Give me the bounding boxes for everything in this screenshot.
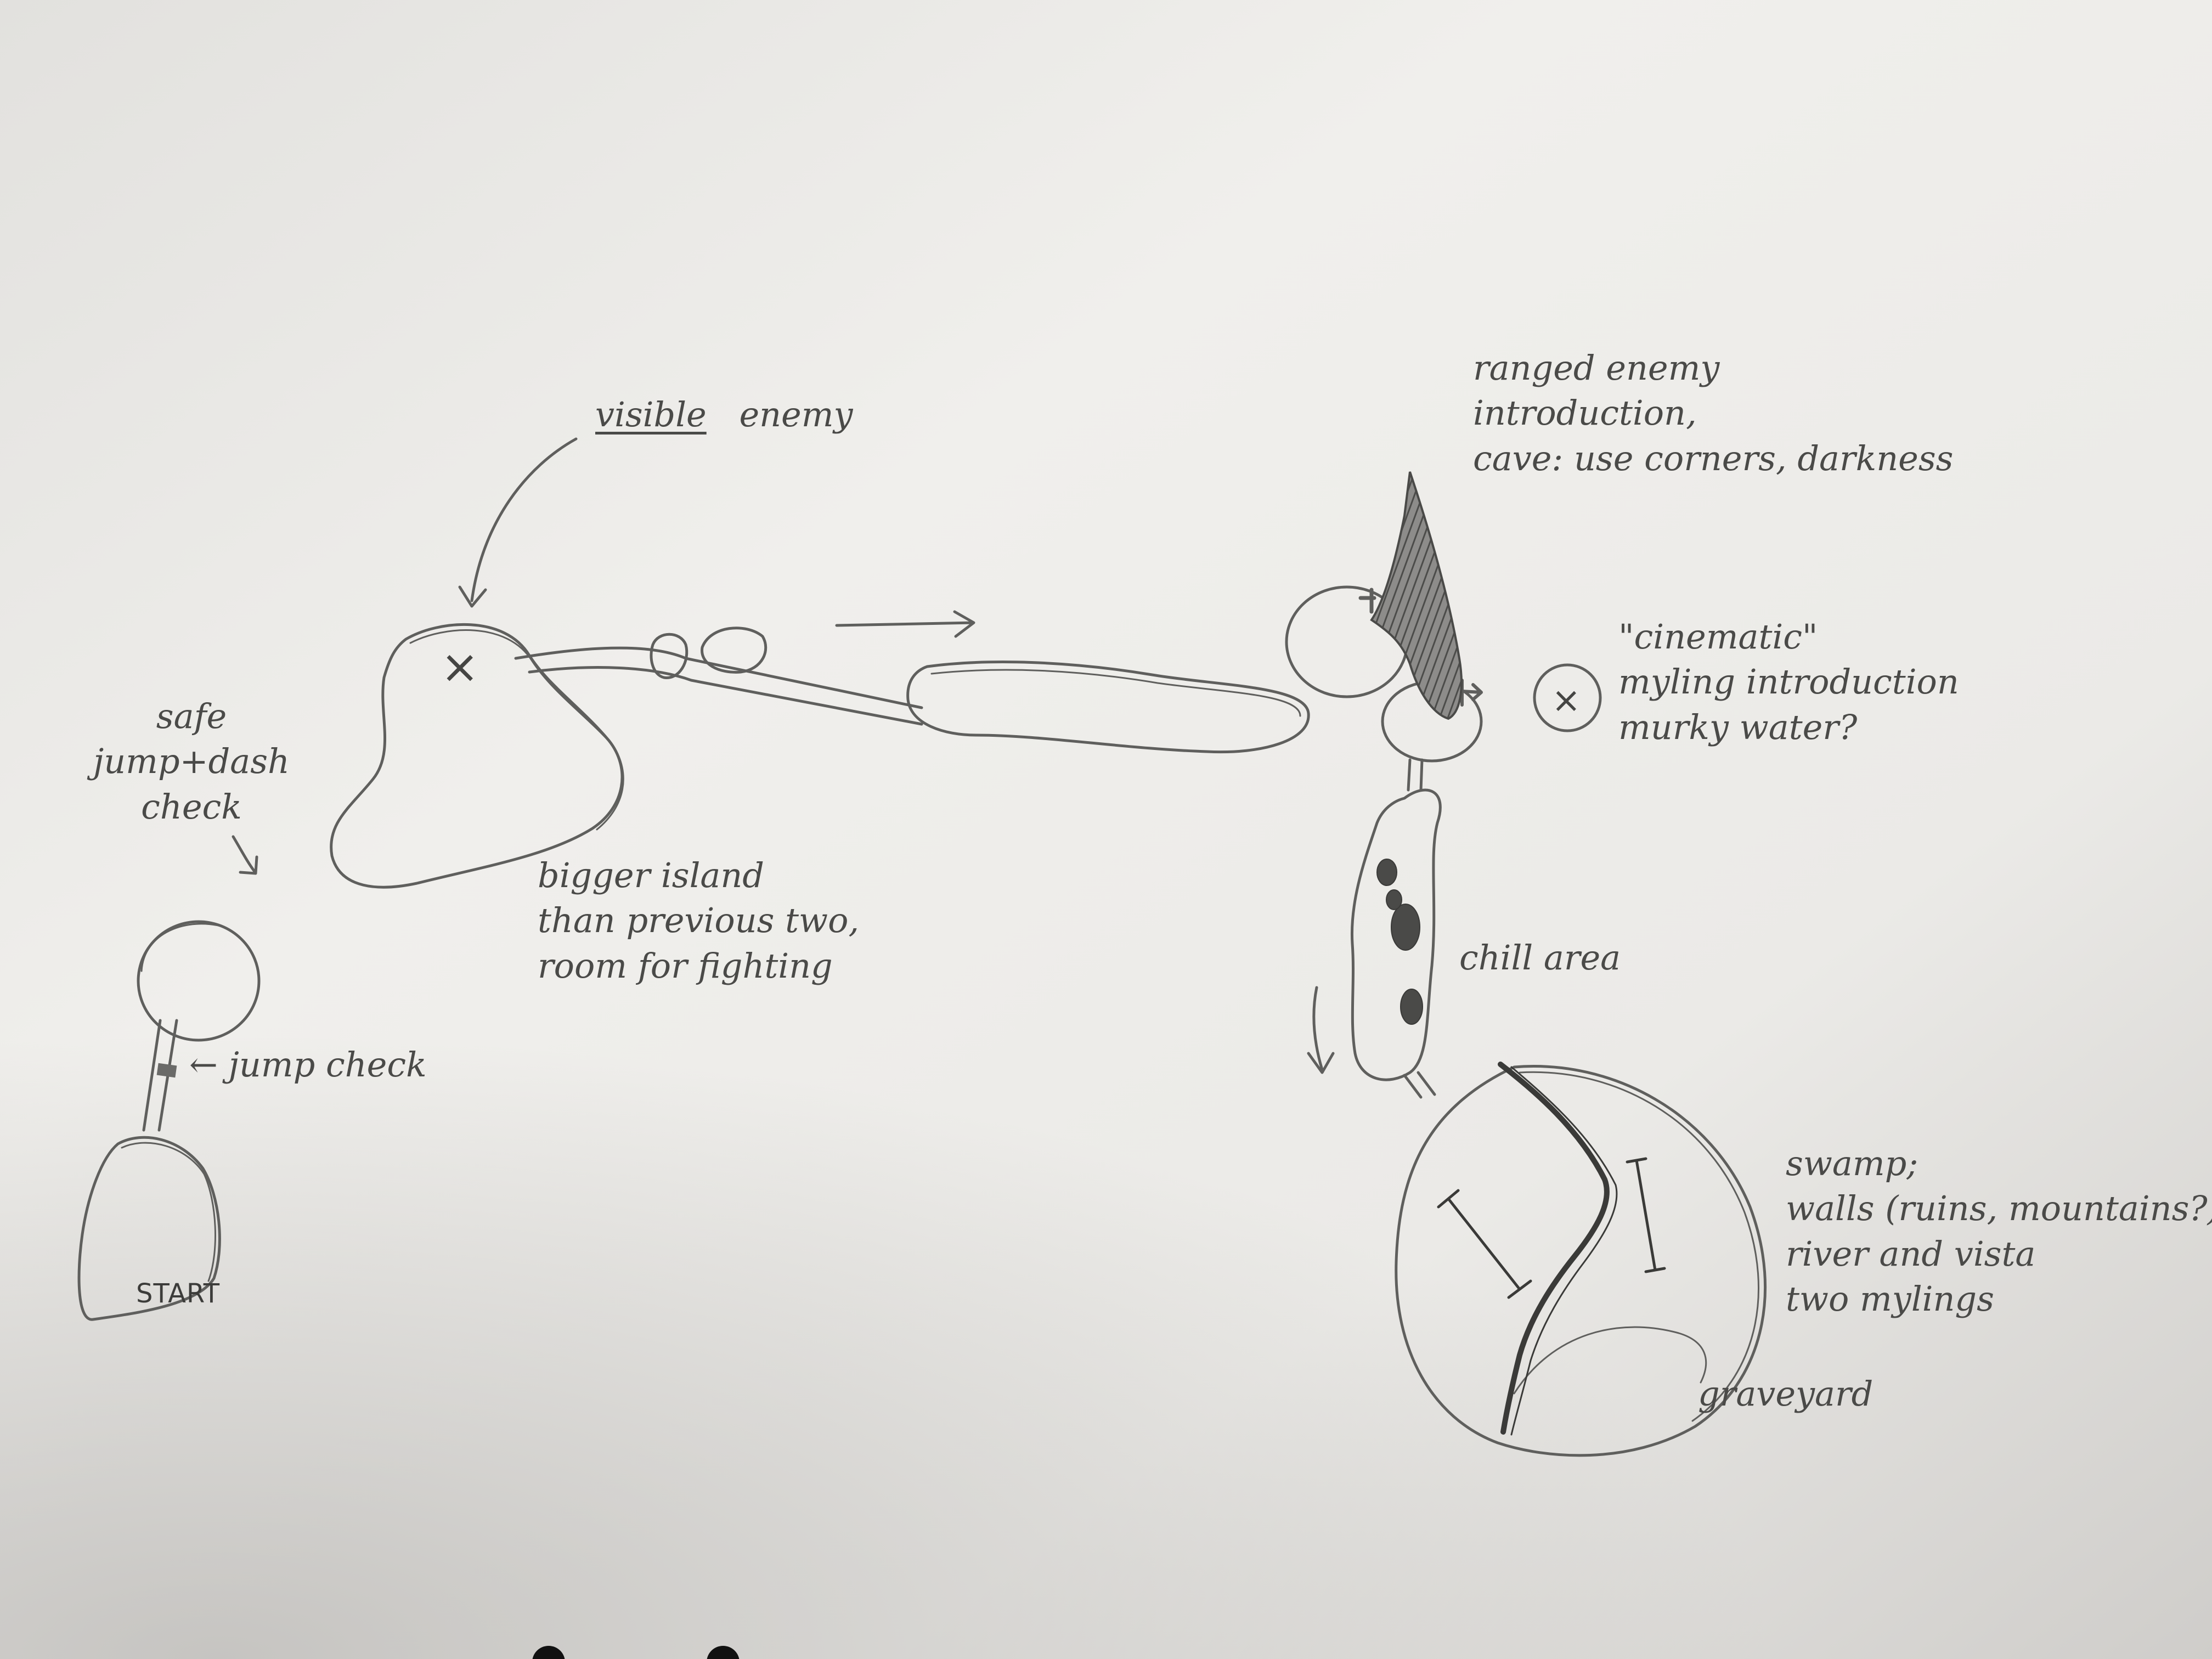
jump-gap-marker bbox=[156, 1063, 177, 1078]
myling-marker: × bbox=[1551, 680, 1581, 721]
visible-enemy-arrow bbox=[458, 437, 578, 608]
bigger-island-label: bigger island than previous two, room fo… bbox=[538, 853, 859, 989]
ranged-enemy-line-1: ranged enemy bbox=[1473, 348, 1720, 388]
start-label: START bbox=[136, 1278, 221, 1309]
binder-hole-right bbox=[707, 1646, 740, 1659]
swamp-line-1: swamp; bbox=[1786, 1143, 1918, 1183]
swamp-wall-left bbox=[1437, 1189, 1532, 1299]
cave-connector bbox=[1407, 758, 1424, 792]
cinematic-label: "cinematic" myling introduction murky wa… bbox=[1618, 614, 1959, 750]
bridge-knot-2 bbox=[701, 627, 768, 674]
cinematic-line-3: murky water? bbox=[1618, 707, 1858, 747]
safe-check-line-3: check bbox=[141, 786, 242, 827]
chill-area-spot-4 bbox=[1400, 989, 1423, 1025]
swamp-wall-right bbox=[1626, 1157, 1666, 1273]
jump-check-label: ← jump check bbox=[189, 1045, 427, 1085]
safe-check-label: safe jump+dash check bbox=[93, 694, 290, 830]
chill-area-spot-1 bbox=[1376, 859, 1397, 886]
chill-area-arrow bbox=[1307, 986, 1335, 1074]
long-platform-sketch-line bbox=[930, 669, 1301, 717]
chill-area-spot-2 bbox=[1391, 904, 1420, 951]
chill-area-island bbox=[1350, 788, 1442, 1081]
safe-check-line-2: jump+dash bbox=[93, 741, 290, 782]
swamp-line-4: two mylings bbox=[1786, 1279, 1994, 1319]
swamp-line-3: river and vista bbox=[1786, 1233, 2036, 1274]
bridge-knot-1 bbox=[650, 633, 689, 679]
enemy-word: enemy bbox=[739, 394, 853, 435]
cinematic-line-2: myling introduction bbox=[1618, 662, 1959, 702]
swamp-island bbox=[1395, 1065, 1767, 1457]
swamp-label: swamp; walls (ruins, mountains?), river … bbox=[1786, 1141, 2212, 1322]
ranged-enemy-label: ranged enemy introduction, cave: use cor… bbox=[1473, 346, 1953, 481]
swamp-line-2: walls (ruins, mountains?), bbox=[1786, 1188, 2212, 1229]
bigger-island-line-2: than previous two, bbox=[538, 900, 860, 941]
bigger-island-sketch-line bbox=[409, 629, 624, 831]
swamp-river bbox=[1498, 1062, 1610, 1435]
myling-marker-circle bbox=[1533, 663, 1602, 732]
small-circle-sketch-line bbox=[140, 923, 226, 972]
start-island-sketch-line bbox=[121, 1142, 216, 1282]
direction-arrow bbox=[835, 610, 975, 638]
start-island bbox=[77, 1136, 221, 1321]
visible-word: visible bbox=[595, 394, 707, 435]
visible-enemy-label: visible enemy bbox=[595, 392, 853, 437]
swamp-island-sketch-line bbox=[1519, 1071, 1759, 1422]
chill-area-label: chill area bbox=[1459, 938, 1621, 978]
bigger-island-line-3: room for fighting bbox=[538, 945, 833, 986]
long-bridge bbox=[514, 646, 923, 726]
cinematic-line-1: "cinematic" bbox=[1618, 617, 1818, 657]
bigger-island-line-1: bigger island bbox=[538, 855, 764, 895]
swamp-river-edge bbox=[1510, 1066, 1618, 1436]
cave-darkness-shading bbox=[1370, 471, 1463, 720]
ranged-enemy-line-3: cave: use corners, darkness bbox=[1473, 438, 1954, 478]
paper-shadow bbox=[0, 768, 2212, 1659]
enemy-marker: × bbox=[441, 640, 479, 693]
long-platform bbox=[906, 661, 1310, 754]
graveyard-label: graveyard bbox=[1698, 1374, 1874, 1414]
chill-area-spot-3 bbox=[1386, 889, 1402, 910]
safe-check-line-1: safe bbox=[156, 696, 227, 736]
graveyard-region bbox=[1513, 1326, 1707, 1395]
cave-marker-upper bbox=[1358, 588, 1376, 614]
safe-check-arrow bbox=[232, 835, 258, 875]
swamp-connector bbox=[1403, 1071, 1436, 1099]
binder-hole-left bbox=[532, 1646, 565, 1659]
small-circle-island bbox=[137, 920, 261, 1042]
ranged-enemy-line-2: introduction, bbox=[1473, 393, 1697, 433]
